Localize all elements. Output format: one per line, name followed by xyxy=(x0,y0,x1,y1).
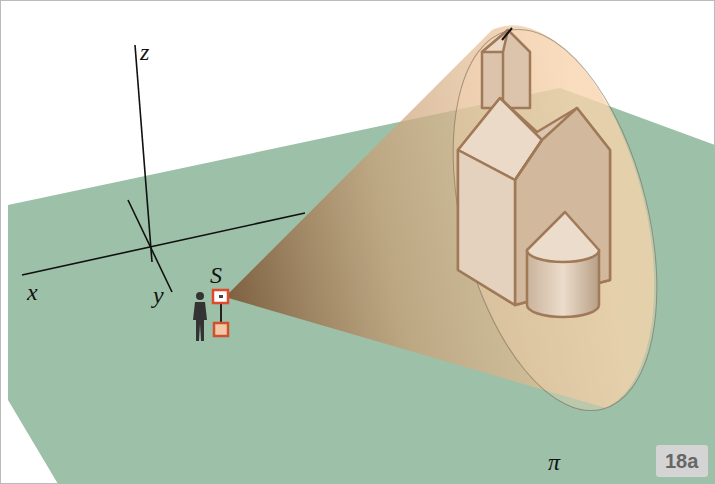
point-label: S xyxy=(210,263,222,287)
axis-label: y xyxy=(153,283,164,307)
eye-dot xyxy=(219,295,223,298)
church xyxy=(458,30,610,317)
observer xyxy=(193,292,207,341)
foot-point xyxy=(214,323,228,336)
figure-tag: 18a xyxy=(656,445,708,477)
axes xyxy=(22,45,305,292)
eye-point xyxy=(213,290,228,303)
axis-label: z xyxy=(140,40,149,64)
cone-base xyxy=(418,8,693,431)
axis-label: x xyxy=(27,280,38,304)
apex-mark xyxy=(502,28,512,40)
figure-number: 18a xyxy=(665,451,699,471)
plane-label: π xyxy=(548,450,560,474)
